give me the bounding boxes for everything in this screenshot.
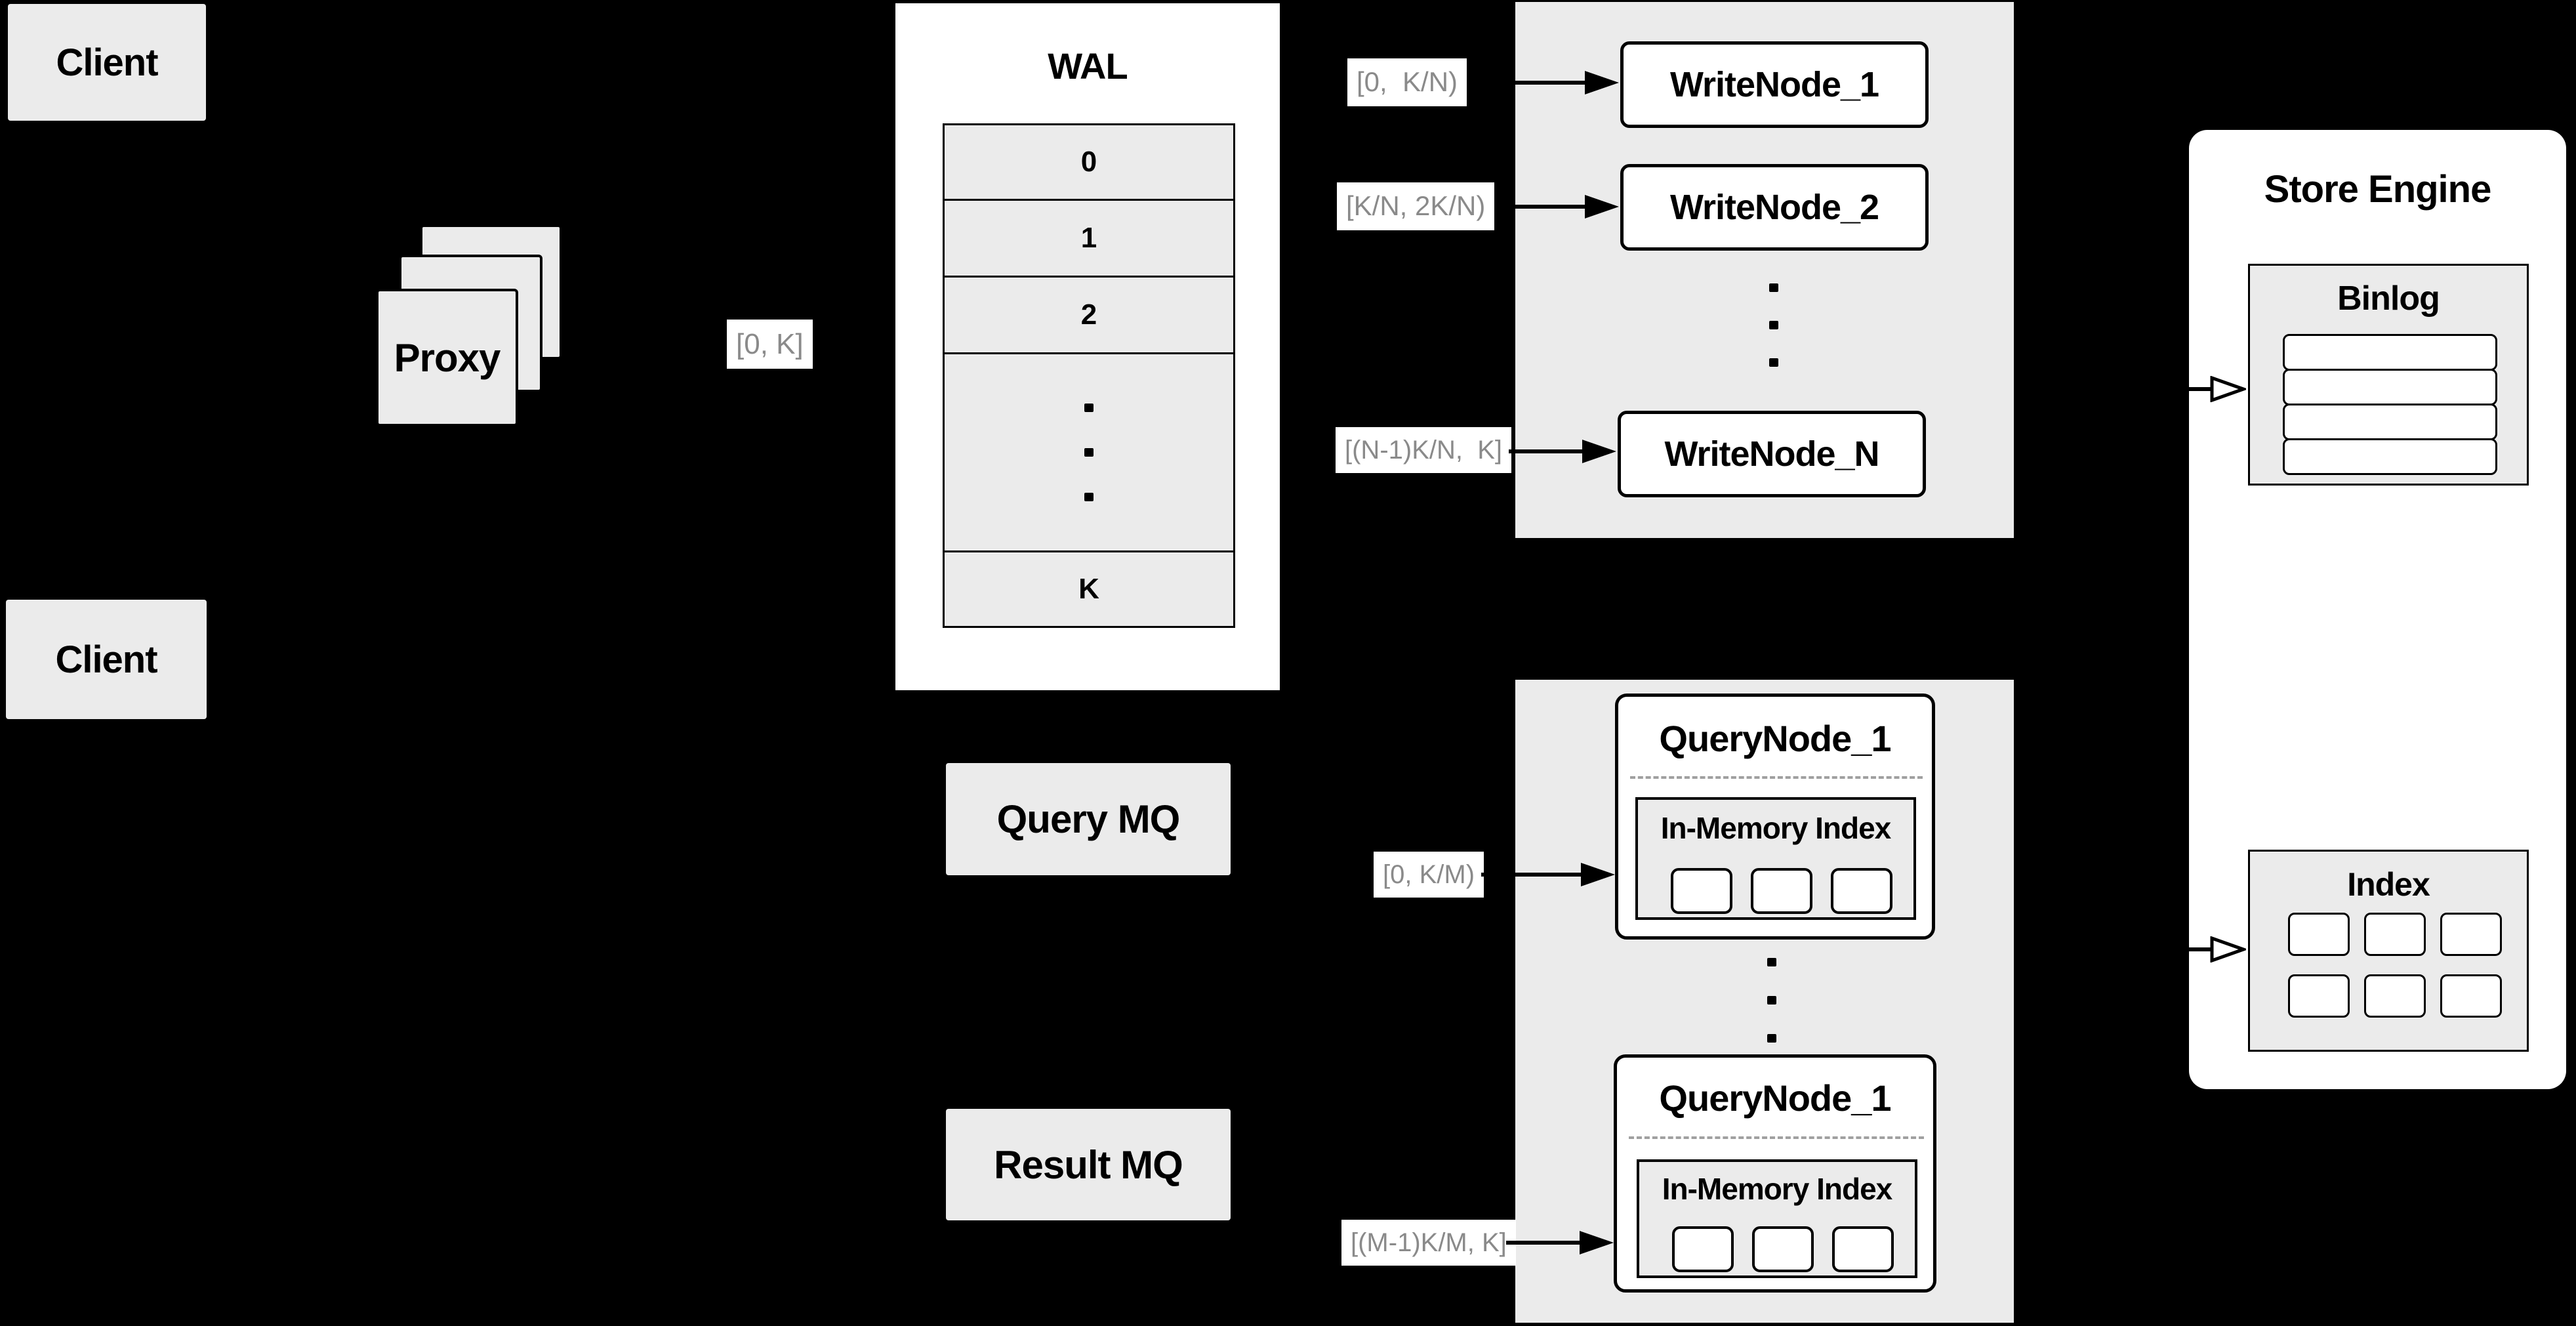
wal-panel: WAL 0 1 2 K	[895, 3, 1280, 690]
memory-segment-cell	[1671, 868, 1732, 914]
query-node-m-title: QueryNode_1	[1659, 1077, 1891, 1119]
memory-segment-cell	[1672, 1226, 1734, 1272]
write-node-n: WriteNode_N	[1618, 411, 1926, 497]
query-node-m-divider	[1629, 1136, 1924, 1139]
wal-table: 0 1 2 K	[943, 123, 1235, 628]
ellipsis-dots	[1084, 403, 1094, 501]
memory-segment-cell	[1831, 868, 1892, 914]
store-engine-title: Store Engine	[2264, 167, 2492, 211]
arrow-to-index-icon	[2173, 936, 2246, 963]
wal-row-ellipsis	[945, 354, 1233, 552]
store-engine-panel: Store Engine Binlog Index	[2189, 130, 2566, 1089]
proxy-node: Proxy	[376, 289, 518, 426]
query-mq-label: Query MQ	[996, 797, 1181, 841]
wal-row-1: 1	[945, 201, 1233, 278]
query-node-1: QueryNode_1 In-Memory Index	[1615, 694, 1935, 940]
edge-label-wal-to-writenode-1: [0, K/N)	[1347, 58, 1467, 106]
client-node-bottom: Client	[6, 600, 207, 719]
index-cell	[2288, 974, 2350, 1018]
write-node-1: WriteNode_1	[1620, 41, 1929, 128]
arrow-to-querynode-1-icon	[1481, 863, 1615, 886]
index-title: Index	[2347, 866, 2430, 903]
query-node-m-cells	[1672, 1226, 1894, 1272]
binlog-box: Binlog	[2248, 264, 2529, 486]
index-cell	[2288, 913, 2350, 956]
wal-row-2: 2	[945, 278, 1233, 354]
arrow-to-binlog-icon	[2173, 376, 2246, 402]
index-box: Index	[2248, 850, 2529, 1052]
write-node-2: WriteNode_2	[1620, 164, 1929, 251]
edge-label-proxy-to-wal: [0, K]	[727, 320, 813, 369]
arrow-to-querynode-m-icon	[1506, 1231, 1614, 1254]
query-node-m: QueryNode_1 In-Memory Index	[1614, 1054, 1936, 1293]
index-cell	[2440, 974, 2502, 1018]
client-top-label: Client	[56, 41, 158, 84]
index-cell	[2364, 913, 2426, 956]
memory-segment-cell	[1752, 1226, 1814, 1272]
binlog-slat	[2283, 438, 2497, 475]
client-node-top: Client	[8, 4, 206, 121]
arrow-to-writenode-2-icon	[1506, 195, 1619, 218]
result-mq-node: Result MQ	[946, 1109, 1231, 1220]
write-node-1-label: WriteNode_1	[1669, 65, 1879, 104]
binlog-title: Binlog	[2337, 280, 2440, 318]
index-cell	[2364, 974, 2426, 1018]
write-node-2-label: WriteNode_2	[1669, 188, 1879, 227]
arrow-to-writenode-1-icon	[1477, 71, 1619, 94]
edge-label-to-querynode-m: [(M-1)K/M, K]	[1341, 1220, 1516, 1266]
binlog-slat	[2283, 369, 2497, 405]
write-node-n-label: WriteNode_N	[1664, 434, 1879, 474]
edge-label-to-querynode-1: [0, K/M)	[1374, 852, 1484, 898]
write-group-ellipsis-dots	[1769, 283, 1778, 367]
wal-row-0: 0	[945, 125, 1233, 201]
client-bottom-label: Client	[55, 638, 157, 681]
wal-title: WAL	[1048, 45, 1128, 87]
query-node-1-inmemory-title: In-Memory Index	[1660, 811, 1892, 845]
query-node-1-cells	[1671, 868, 1892, 914]
proxy-label: Proxy	[394, 335, 501, 380]
wal-row-k: K	[1078, 572, 1099, 605]
query-node-m-inmemory-title: In-Memory Index	[1662, 1172, 1893, 1206]
binlog-slats	[2283, 334, 2497, 475]
memory-segment-cell	[1751, 868, 1812, 914]
arrow-to-writenode-n-icon	[1509, 440, 1616, 463]
index-cells	[2288, 913, 2502, 1018]
edge-label-wal-to-writenode-2: [K/N, 2K/N)	[1337, 182, 1495, 230]
binlog-slat	[2283, 334, 2497, 371]
edge-label-wal-to-writenode-n: [(N-1)K/N, K]	[1336, 427, 1512, 473]
query-node-1-inmemory-box: In-Memory Index	[1635, 797, 1916, 920]
binlog-slat	[2283, 404, 2497, 440]
query-group-ellipsis-dots	[1767, 958, 1776, 1043]
query-mq-node: Query MQ	[946, 763, 1231, 875]
memory-segment-cell	[1832, 1226, 1894, 1272]
query-node-m-inmemory-box: In-Memory Index	[1637, 1159, 1917, 1278]
query-node-1-title: QueryNode_1	[1659, 717, 1891, 759]
result-mq-label: Result MQ	[994, 1142, 1183, 1187]
index-cell	[2440, 913, 2502, 956]
query-node-1-divider	[1630, 776, 1923, 779]
